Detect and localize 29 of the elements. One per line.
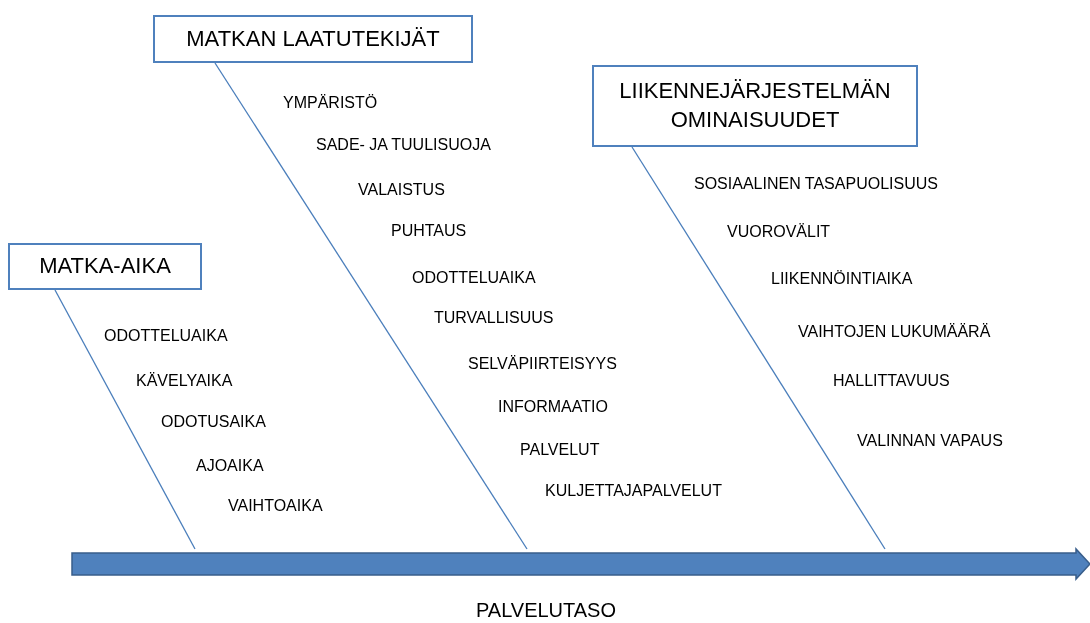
factor-label: VUOROVÄLIT (727, 222, 831, 242)
factor-label: KULJETTAJAPALVELUT (545, 481, 722, 501)
factor-label: SELVÄPIIRTEISYYS (468, 354, 617, 374)
factor-label: SOSIAALINEN TASAPUOLISUUS (694, 174, 938, 194)
factor-label: VAIHTOAIKA (228, 496, 323, 516)
factor-label: KÄVELYAIKA (136, 371, 233, 391)
factor-label: LIIKENNÖINTIAIKA (771, 269, 913, 289)
factor-label: VALAISTUS (358, 180, 445, 200)
factor-label: SADE- JA TUULISUOJA (316, 135, 491, 155)
factor-label: TURVALLISUUS (434, 308, 554, 328)
bone-line (631, 146, 886, 550)
factor-label: HALLITTAVUUS (833, 371, 950, 391)
factor-label: PUHTAUS (391, 221, 467, 241)
factor-label: YMPÄRISTÖ (283, 93, 378, 113)
factor-label: ODOTTELUAIKA (412, 268, 536, 288)
bone-line (214, 62, 528, 550)
factor-label: VAIHTOJEN LUKUMÄÄRÄ (798, 322, 991, 342)
bone-line (54, 289, 196, 550)
axis-arrow (72, 549, 1090, 579)
factor-label: ODOTTELUAIKA (104, 326, 228, 346)
factor-label: PALVELUT (520, 440, 600, 460)
axis-label: PALVELUTASO (475, 598, 617, 623)
category-box: LIIKENNEJÄRJESTELMÄN OMINAISUUDET (592, 65, 918, 147)
factor-label: ODOTUSAIKA (161, 412, 266, 432)
category-box: MATKAN LAATUTEKIJÄT (153, 15, 473, 63)
factor-label: INFORMAATIO (498, 397, 608, 417)
factor-label: VALINNAN VAPAUS (857, 431, 1003, 451)
factor-label: AJOAIKA (196, 456, 264, 476)
category-box: MATKA-AIKA (8, 243, 202, 290)
